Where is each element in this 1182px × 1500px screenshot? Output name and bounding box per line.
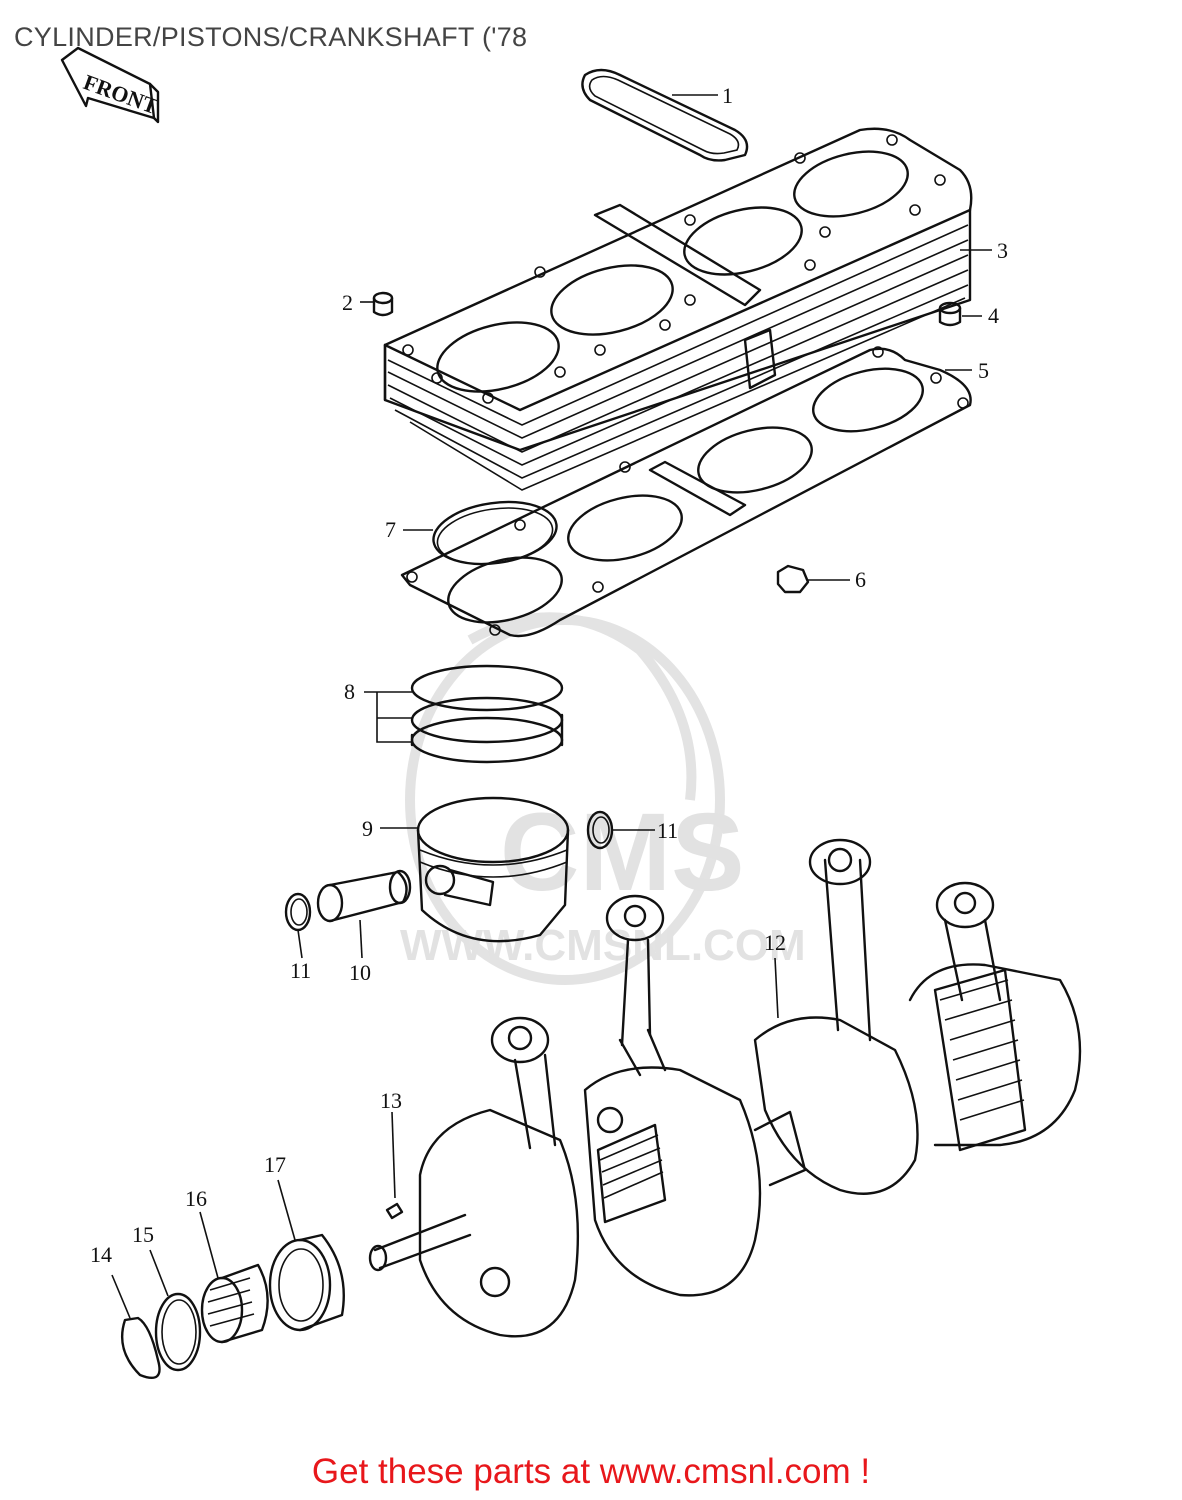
watermark-url-text: WWW.CMSNL.COM [400,921,806,970]
watermark-logo-text: CMS [500,791,744,914]
part-12-crankshaft [368,838,1082,1338]
part-4-dowel [938,301,962,327]
part-3-cylinder-block [383,127,973,491]
footer-link[interactable]: Get these parts at www.cmsnl.com ! [311,1452,871,1491]
callout-6: 6 [855,567,866,592]
part-17-bushing [268,1233,345,1332]
callout-11-left: 11 [290,958,311,983]
part-2-dowel [372,291,394,317]
part-8-piston-rings [410,664,564,764]
callout-3: 3 [997,238,1008,263]
front-label: FRONT [80,69,161,119]
callout-7: 7 [385,517,396,542]
front-arrow-icon: FRONT [60,46,162,124]
callout-13: 13 [380,1088,402,1113]
callout-2: 2 [342,290,353,315]
cms-watermark: CMS WWW.CMSNL.COM [400,612,806,985]
part-9-piston [416,796,570,943]
callout-11-right: 11 [657,818,678,843]
page-title: CYLINDER/PISTONS/CRANKSHAFT ('78 [14,22,528,52]
callout-9: 9 [362,816,373,841]
part-16-needle-bearing [200,1263,269,1344]
callout-12: 12 [764,930,786,955]
callout-15: 15 [132,1222,154,1247]
callout-17: 17 [264,1152,286,1177]
part-14-circlip [120,1316,161,1380]
callout-5: 5 [978,358,989,383]
part-10-piston-pin [316,869,412,923]
part-6-dowel [776,564,810,594]
callout-4: 4 [988,303,999,328]
part-7-o-ring [432,500,558,566]
callout-leaders [111,94,992,1319]
part-15-washer [154,1292,202,1372]
part-11-circlip-left [284,892,312,932]
callout-16: 16 [185,1186,207,1211]
callout-1: 1 [722,83,733,108]
part-5-base-gasket [400,346,972,638]
callout-8: 8 [344,679,355,704]
part-13-key [385,1202,404,1220]
callout-labels: 1 2 3 4 5 6 7 8 9 11 11 10 12 13 14 15 1… [90,83,1008,1267]
callout-10: 10 [349,960,371,985]
callout-14: 14 [90,1242,112,1267]
part-1-gasket [581,68,749,162]
